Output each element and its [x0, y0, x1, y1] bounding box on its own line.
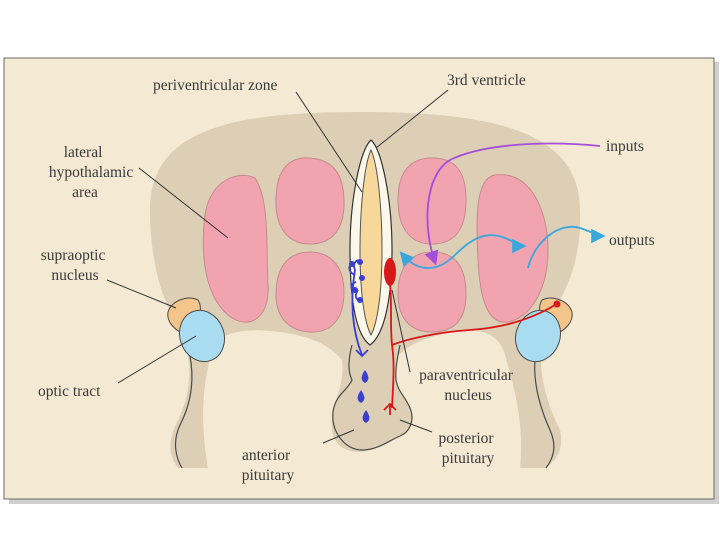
red-cell-body [554, 301, 561, 308]
label-periventricular-zone: periventricular zone [153, 77, 277, 94]
label-third-ventricle: 3rd ventricle [447, 72, 526, 89]
label-optic-tract: optic tract [38, 383, 101, 400]
medial-nucleus-left-lower [276, 252, 344, 332]
paraventricular-nucleus-shape [384, 258, 396, 286]
label-outputs: outputs [609, 232, 655, 249]
medial-nucleus-left-upper [276, 158, 344, 244]
medial-nucleus-right-upper [398, 158, 466, 244]
label-inputs: inputs [606, 138, 644, 155]
medial-nucleus-right-lower [398, 252, 466, 332]
